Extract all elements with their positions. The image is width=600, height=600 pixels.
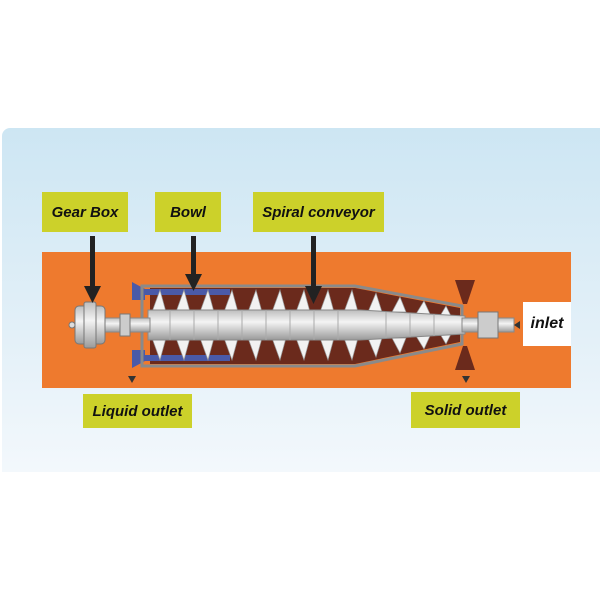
liquid-outlet-arrow xyxy=(128,376,136,383)
liquid-layer xyxy=(132,282,230,300)
solid-discharge xyxy=(455,280,475,370)
gear-box xyxy=(68,301,106,349)
spiral-conveyor xyxy=(147,309,466,341)
solid-outlet-arrow xyxy=(462,376,470,383)
bowl-label: Bowl xyxy=(155,192,221,232)
inlet-arrow xyxy=(514,321,520,329)
inlet-label: inlet xyxy=(523,302,571,346)
bowl xyxy=(140,284,464,368)
solid-outlet-label: Solid outlet xyxy=(411,392,520,428)
pointer-arrows xyxy=(84,236,322,304)
gear-box-label: Gear Box xyxy=(42,192,128,232)
liquid-outlet-label: Liquid outlet xyxy=(83,394,192,428)
spiral-conveyor-label: Spiral conveyor xyxy=(253,192,384,232)
